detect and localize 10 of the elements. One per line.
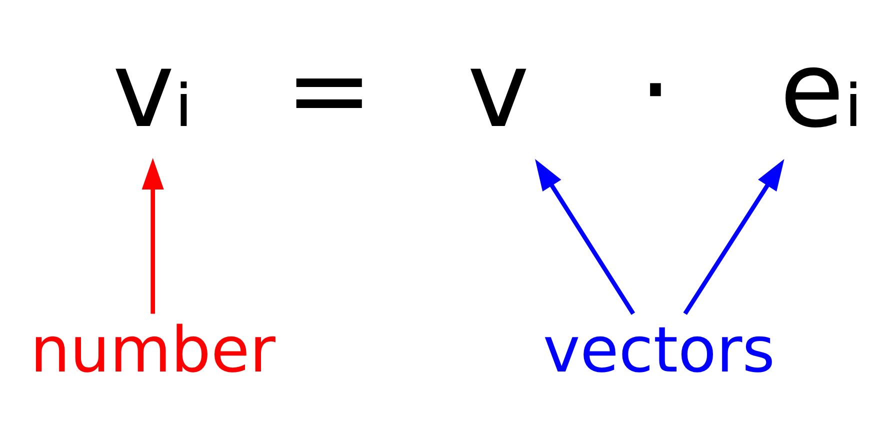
arrow: [535, 159, 636, 315]
node-text: vectors: [542, 313, 776, 386]
node-text: vᵢ: [112, 28, 194, 151]
node-text: v: [467, 28, 530, 151]
label: =: [285, 28, 373, 151]
arrow: [142, 158, 164, 314]
node-text: number: [30, 313, 276, 386]
node-text: eᵢ: [780, 28, 863, 151]
label: ·: [638, 28, 672, 151]
arrow: [683, 159, 784, 315]
